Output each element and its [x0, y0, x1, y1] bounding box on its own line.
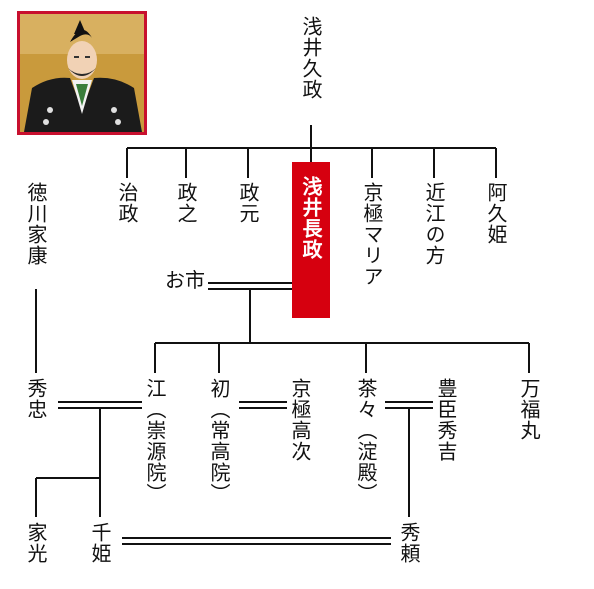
highlight-nagamasa: 浅井長政 [292, 162, 330, 318]
person-hatsu: 初（常高院） [207, 378, 231, 504]
person-hideyoshi: 豊臣秀吉 [434, 378, 458, 462]
person-harumasa: 治政 [115, 182, 139, 224]
person-ieyasu: 徳川家康 [24, 182, 48, 266]
person-oichi: お市 [165, 268, 205, 292]
person-senhime: 千姫 [88, 522, 112, 564]
person-manpukumaru: 万福丸 [517, 378, 541, 441]
person-masamoto: 政元 [236, 182, 260, 224]
person-hisamasa: 浅井久政 [299, 16, 323, 100]
person-maria: 京極マリア [360, 182, 384, 287]
person-hidetada: 秀忠 [24, 378, 48, 420]
person-takatsugu: 京極高次 [288, 378, 312, 462]
person-akuhime: 阿久姫 [484, 182, 508, 245]
person-hideyori: 秀頼 [397, 522, 421, 564]
person-iemitsu: 家光 [24, 522, 48, 564]
person-nagamasa: 浅井長政 [299, 176, 323, 260]
person-omi-no-kata: 近江の方 [422, 182, 446, 266]
samurai-portrait-icon [17, 11, 147, 135]
person-go: 江（崇源院） [143, 378, 167, 504]
person-chacha: 茶々（淀殿） [354, 378, 378, 504]
person-masayuki: 政之 [174, 182, 198, 224]
